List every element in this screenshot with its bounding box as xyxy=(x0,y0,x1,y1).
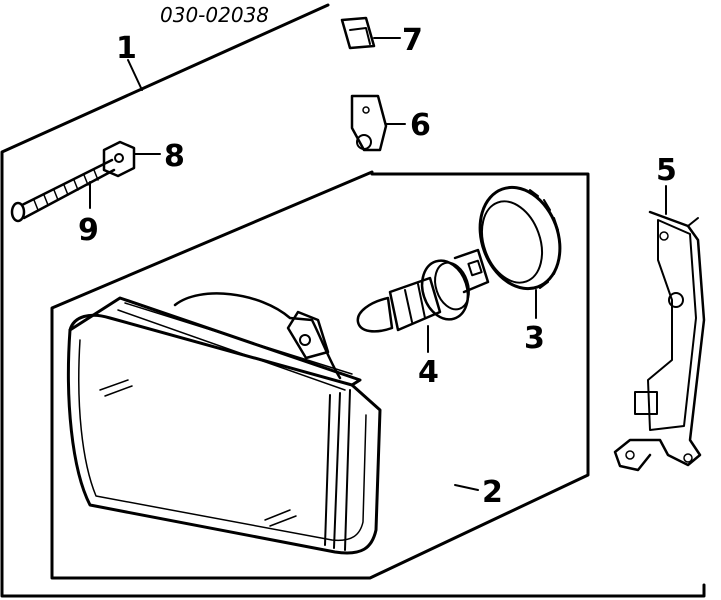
callout-3: 3 xyxy=(524,321,545,356)
callout-6: 6 xyxy=(410,108,431,143)
callout-7: 7 xyxy=(402,23,423,58)
small-clip xyxy=(340,16,376,50)
bracket-plate xyxy=(350,94,388,152)
callout-5: 5 xyxy=(656,153,677,188)
callout-8: 8 xyxy=(164,139,185,174)
leader-lines xyxy=(89,37,667,353)
mounting-bracket xyxy=(613,210,706,472)
lamp-unit-frame xyxy=(50,170,590,580)
retaining-ring xyxy=(478,185,562,291)
callout-4: 4 xyxy=(418,355,439,390)
headlamp-bulb xyxy=(356,248,490,333)
callout-2: 2 xyxy=(482,475,503,510)
headlamp-housing xyxy=(66,292,382,555)
diagram-code: 030-02038 xyxy=(160,3,269,27)
callout-1: 1 xyxy=(116,31,137,66)
clip-nut xyxy=(102,140,136,178)
adjuster-screw xyxy=(10,158,116,223)
callout-9: 9 xyxy=(78,213,99,248)
assembly-frame xyxy=(0,3,706,598)
